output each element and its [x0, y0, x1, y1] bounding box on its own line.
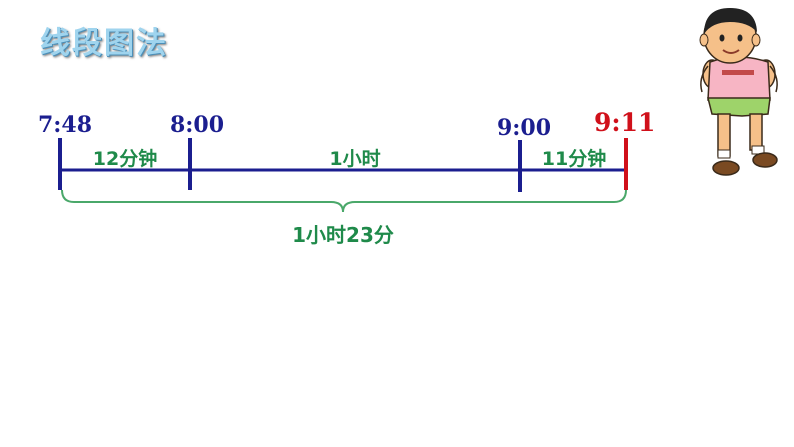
time-label-9: 9:00: [497, 115, 552, 141]
time-label-end: 9:11: [594, 108, 656, 137]
page-title: 线段图法: [40, 26, 168, 61]
time-label-8: 8:00: [170, 112, 225, 138]
segment-label-middle: 1小时: [329, 148, 381, 170]
total-duration-label: 1小时23分: [292, 223, 394, 247]
boy-illustration: [699, 8, 778, 176]
segment-label-first: 12分钟: [92, 148, 158, 170]
time-label-start: 7:48: [38, 112, 93, 138]
segment-label-last: 11分钟: [541, 148, 607, 170]
total-brace: [61, 189, 627, 213]
